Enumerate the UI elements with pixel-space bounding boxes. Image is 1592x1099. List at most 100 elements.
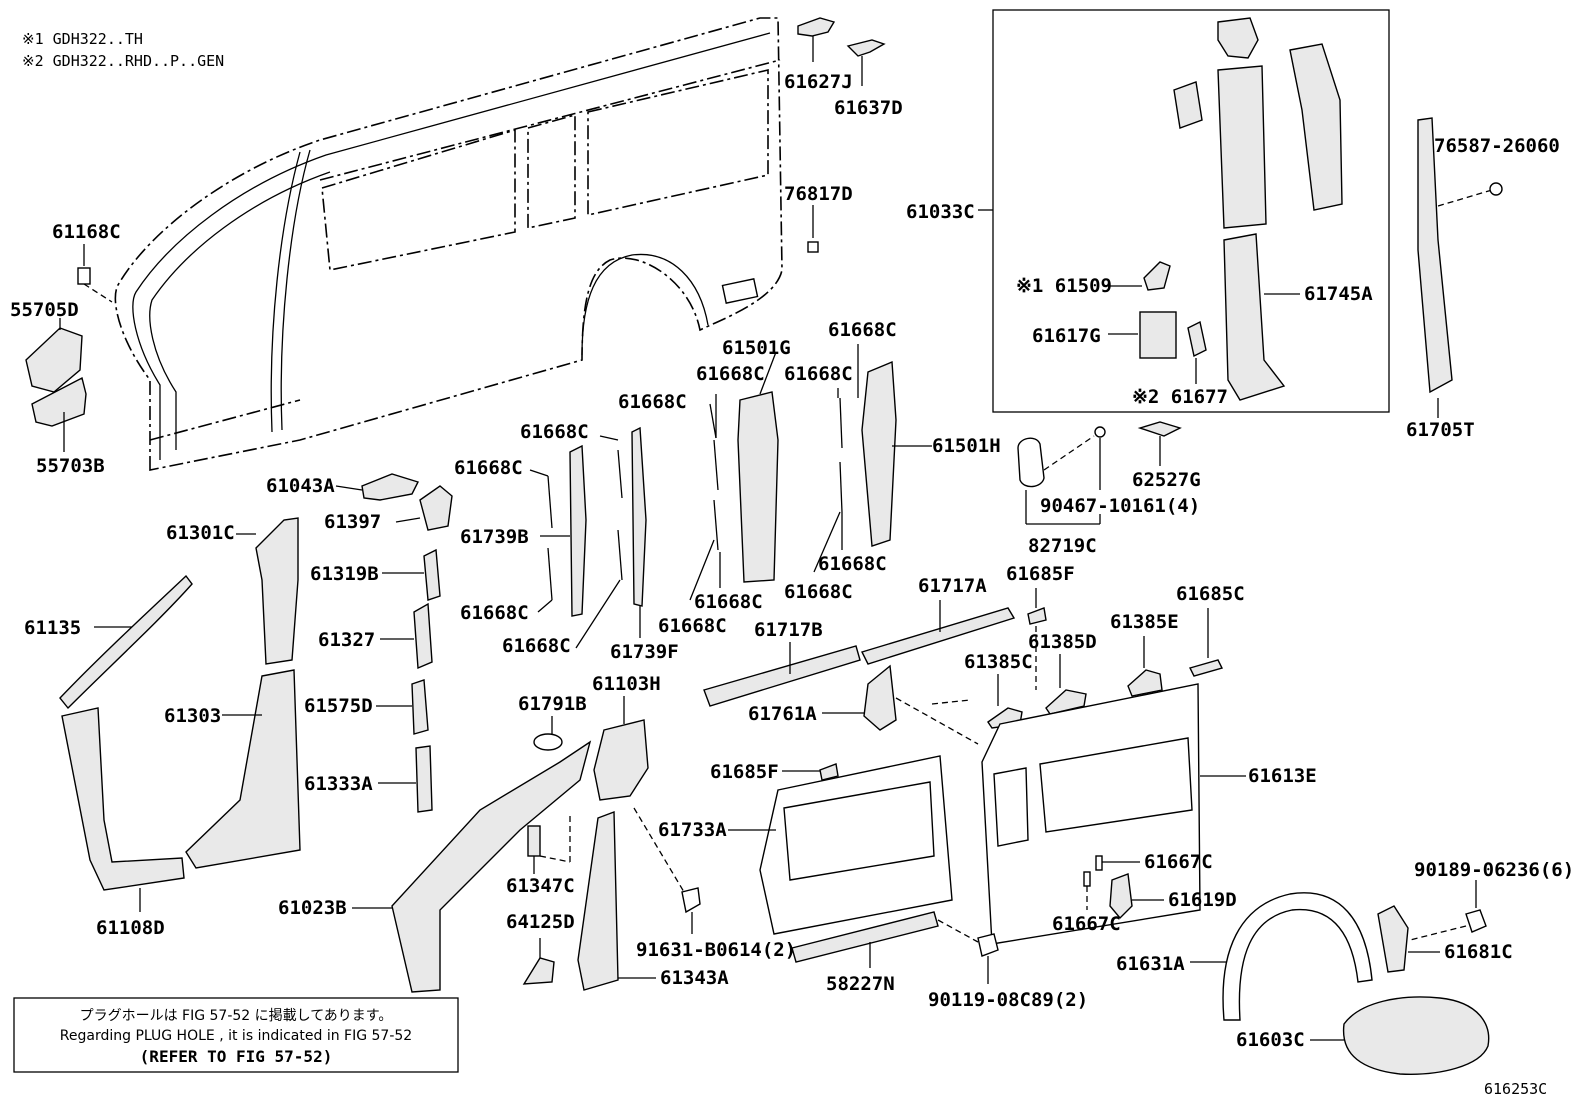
part-61333A-shape	[415, 745, 433, 813]
label-61733A[interactable]: 61733A	[658, 819, 727, 841]
part-61717A-shape	[861, 607, 1016, 665]
label-76587-26060[interactable]: 76587-26060	[1434, 135, 1560, 157]
part-61343A-shape	[577, 810, 619, 991]
label-61668C-5[interactable]: 61668C	[520, 421, 589, 443]
part-61685C-shape	[1188, 659, 1224, 677]
part-61739B-shape	[569, 444, 587, 617]
label-61343A[interactable]: 61343A	[660, 967, 729, 989]
label-61509[interactable]: ※1 61509	[1016, 275, 1112, 297]
part-labels: 61627J 61637D 76817D 61168C 55705D 55703…	[10, 71, 1574, 1051]
label-61385D[interactable]: 61385D	[1028, 631, 1097, 653]
part-61617G-shape	[1139, 311, 1177, 359]
label-61023B[interactable]: 61023B	[278, 897, 347, 919]
label-61717B[interactable]: 61717B	[754, 619, 823, 641]
label-61668C-2[interactable]: 61668C	[696, 363, 765, 385]
part-90189-shape	[1465, 909, 1487, 933]
part-61637D-shape	[846, 39, 886, 57]
label-61791B[interactable]: 61791B	[518, 693, 587, 715]
part-61397-shape	[419, 485, 453, 531]
label-61575D[interactable]: 61575D	[304, 695, 373, 717]
part-61043A-shape	[361, 473, 419, 501]
part-61761A-shape	[863, 664, 897, 731]
label-61327[interactable]: 61327	[318, 629, 375, 651]
label-55705D[interactable]: 55705D	[10, 299, 79, 321]
part-61023B-shape	[391, 740, 592, 993]
label-61739F[interactable]: 61739F	[610, 641, 679, 663]
label-61705T[interactable]: 61705T	[1406, 419, 1475, 441]
part-61667C-shape-a	[1095, 855, 1103, 871]
label-61637D[interactable]: 61637D	[834, 97, 903, 119]
part-82719C-shape	[1017, 437, 1045, 488]
label-61619D[interactable]: 61619D	[1168, 889, 1237, 911]
label-61347C[interactable]: 61347C	[506, 875, 575, 897]
label-61303[interactable]: 61303	[164, 705, 221, 727]
label-61681C[interactable]: 61681C	[1444, 941, 1513, 963]
label-61667C-1[interactable]: 61667C	[1144, 851, 1213, 873]
part-bracket-top	[1217, 17, 1259, 59]
label-61613E[interactable]: 61613E	[1248, 765, 1317, 787]
label-61397[interactable]: 61397	[324, 511, 381, 533]
label-61501G[interactable]: 61501G	[722, 337, 791, 359]
part-61509-shape	[1143, 261, 1171, 291]
label-61745A[interactable]: 61745A	[1304, 283, 1373, 305]
label-61668C-6[interactable]: 61668C	[454, 457, 523, 479]
label-76817D[interactable]: 76817D	[784, 183, 853, 205]
label-90119-08C89[interactable]: 90119-08C89(2)	[928, 989, 1088, 1011]
label-61739B[interactable]: 61739B	[460, 526, 529, 548]
label-58227N[interactable]: 58227N	[826, 973, 895, 995]
part-61327-shape	[413, 602, 433, 670]
label-61685F-2[interactable]: 61685F	[710, 761, 779, 783]
label-61668C-10[interactable]: 61668C	[460, 602, 529, 624]
part-61385D-shape	[1045, 689, 1087, 715]
label-61103H[interactable]: 61103H	[592, 673, 661, 695]
part-61705T-shape	[1417, 117, 1453, 394]
label-61717A[interactable]: 61717A	[918, 575, 987, 597]
label-90467-10161[interactable]: 90467-10161(4)	[1040, 495, 1200, 517]
label-62527G[interactable]: 62527G	[1132, 469, 1201, 491]
label-91631-B0614[interactable]: 91631-B0614(2)	[636, 939, 796, 961]
label-61033C[interactable]: 61033C	[906, 201, 975, 223]
label-55703B[interactable]: 55703B	[36, 455, 105, 477]
part-61501H-shape	[861, 360, 897, 547]
label-61761A[interactable]: 61761A	[748, 703, 817, 725]
plug-hole-note: プラグホールは FIG 57-52 に掲載してあります。 Regarding P…	[13, 997, 459, 1073]
label-61108D[interactable]: 61108D	[96, 917, 165, 939]
label-61168C[interactable]: 61168C	[52, 221, 121, 243]
label-61043A[interactable]: 61043A	[266, 475, 335, 497]
label-61385E[interactable]: 61385E	[1110, 611, 1179, 633]
part-61681C-shape	[1377, 905, 1409, 973]
label-61685C[interactable]: 61685C	[1176, 583, 1245, 605]
label-61668C-8[interactable]: 61668C	[784, 581, 853, 603]
label-64125D[interactable]: 64125D	[506, 911, 575, 933]
label-61668C-4[interactable]: 61668C	[618, 391, 687, 413]
label-61668C-3[interactable]: 61668C	[784, 363, 853, 385]
label-61319B[interactable]: 61319B	[310, 563, 379, 585]
label-61385C[interactable]: 61385C	[964, 651, 1033, 673]
label-61135[interactable]: 61135	[24, 617, 81, 639]
label-61301C[interactable]: 61301C	[166, 522, 235, 544]
label-82719C[interactable]: 82719C	[1028, 535, 1097, 557]
part-61685F-shape-a	[1027, 607, 1047, 625]
part-58227N-shape	[791, 911, 939, 963]
part-55703B-shape	[31, 376, 87, 427]
label-61668C-7[interactable]: 61668C	[818, 553, 887, 575]
part-61685F-shape-b	[819, 763, 839, 781]
label-90189-06236[interactable]: 90189-06236(6)	[1414, 859, 1574, 881]
part-61575D-shape	[411, 679, 429, 735]
part-61501G-shape	[737, 391, 779, 583]
label-61631A[interactable]: 61631A	[1116, 953, 1185, 975]
label-61603C[interactable]: 61603C	[1236, 1029, 1305, 1051]
label-61677[interactable]: ※2 61677	[1132, 386, 1228, 408]
label-61668C-9[interactable]: 61668C	[694, 591, 763, 613]
label-61667C-2[interactable]: 61667C	[1052, 913, 1121, 935]
label-61668C-12[interactable]: 61668C	[502, 635, 571, 657]
label-61685F-1[interactable]: 61685F	[1006, 563, 1075, 585]
label-61617G[interactable]: 61617G	[1032, 325, 1101, 347]
label-61627J[interactable]: 61627J	[784, 71, 853, 93]
refer-note: (REFER TO FIG 57-52)	[140, 1047, 333, 1066]
label-61333A[interactable]: 61333A	[304, 773, 373, 795]
label-61668C-1[interactable]: 61668C	[828, 319, 897, 341]
label-61501H[interactable]: 61501H	[932, 435, 1001, 457]
label-61668C-11[interactable]: 61668C	[658, 615, 727, 637]
figure-id: 616253C	[1484, 1080, 1547, 1098]
